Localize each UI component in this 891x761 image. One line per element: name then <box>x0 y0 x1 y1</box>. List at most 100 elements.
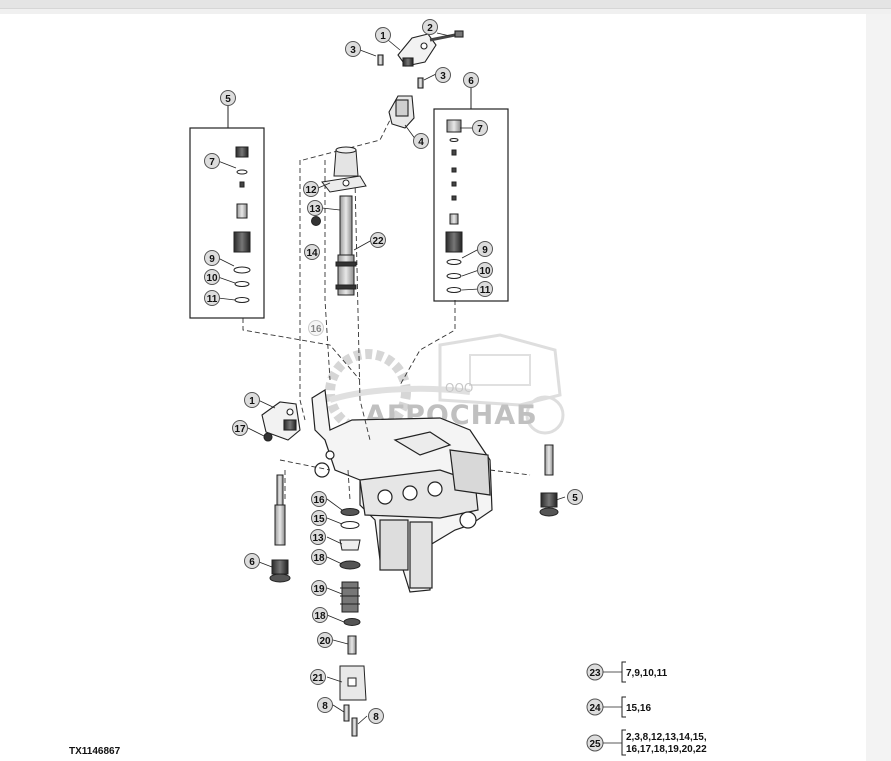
callout-20: 20 <box>317 632 333 648</box>
callout-3-right: 3 <box>435 67 451 83</box>
callout-1-bottom: 1 <box>244 392 260 408</box>
svg-text:16,17,18,19,20,22: 16,17,18,19,20,22 <box>626 744 707 755</box>
svg-text:24: 24 <box>589 703 601 714</box>
callout-8-left: 8 <box>317 697 333 713</box>
svg-text:18: 18 <box>314 611 326 622</box>
watermark-line1: ООО <box>445 381 473 395</box>
svg-text:1: 1 <box>380 31 386 42</box>
lower-spring-stack <box>339 508 367 737</box>
upper-bracket-assembly <box>377 30 464 129</box>
svg-text:8: 8 <box>322 701 328 712</box>
agrosnab-watermark-logo: ООО АГРОСНАБ <box>325 333 565 435</box>
callout-18-bottom: 18 <box>312 607 328 623</box>
svg-text:11: 11 <box>207 294 218 305</box>
lower-bracket-assembly <box>261 401 301 442</box>
callout-9-right: 9 <box>477 241 493 257</box>
svg-text:6: 6 <box>468 76 474 87</box>
callout-7-right: 7 <box>472 120 488 136</box>
svg-text:9: 9 <box>209 254 215 265</box>
legend-row-24: 24 15,16 <box>586 696 651 718</box>
callout-11-left: 11 <box>204 290 220 306</box>
svg-text:21: 21 <box>312 673 324 684</box>
svg-text:13: 13 <box>312 533 324 544</box>
svg-text:19: 19 <box>313 584 325 595</box>
svg-text:13: 13 <box>309 204 321 215</box>
svg-text:7,9,10,11: 7,9,10,11 <box>626 668 668 679</box>
callout-6-bottom: 6 <box>244 553 260 569</box>
svg-text:14: 14 <box>306 248 318 259</box>
svg-text:2,3,8,12,13,14,15,: 2,3,8,12,13,14,15, <box>626 732 707 743</box>
callout-1-top: 1 <box>375 27 391 43</box>
svg-text:7: 7 <box>209 157 215 168</box>
center-stack-parts <box>311 146 367 296</box>
callout-22: 22 <box>370 232 386 248</box>
callout-13-bottom: 13 <box>310 529 326 545</box>
lower-left-relief-valve <box>269 474 291 583</box>
svg-text:16: 16 <box>310 324 322 335</box>
svg-text:3: 3 <box>440 71 446 82</box>
callout-17: 17 <box>232 420 248 436</box>
callout-16: 16 <box>311 491 327 507</box>
svg-text:23: 23 <box>589 668 601 679</box>
viewer-side-margin <box>866 14 891 761</box>
callout-leaders <box>217 32 566 725</box>
svg-text:25: 25 <box>589 739 601 750</box>
svg-text:7: 7 <box>477 124 483 135</box>
svg-text:11: 11 <box>480 285 491 296</box>
lower-right-relief-valve <box>539 444 559 517</box>
callout-11-right: 11 <box>477 281 493 297</box>
svg-text:22: 22 <box>372 236 384 247</box>
legend-row-25: 25 2,3,8,12,13,14,15, 16,17,18,19,20,22 <box>586 729 707 756</box>
callout-8-right: 8 <box>368 708 384 724</box>
kit-box-5-parts <box>233 146 251 303</box>
svg-text:10: 10 <box>206 273 218 284</box>
svg-text:20: 20 <box>319 636 331 647</box>
svg-text:15: 15 <box>313 514 325 525</box>
callout-5-bottom: 5 <box>567 489 583 505</box>
callout-16-ghost: 16 <box>308 320 324 336</box>
svg-text:1: 1 <box>249 396 255 407</box>
valve-body <box>311 389 493 593</box>
kit-box-6-parts <box>445 119 463 293</box>
svg-text:12: 12 <box>305 185 317 196</box>
callout-6-box: 6 <box>463 72 479 88</box>
legend-row-23: 23 7,9,10,11 <box>586 661 668 683</box>
callout-2: 2 <box>422 19 438 35</box>
svg-text:4: 4 <box>418 137 424 148</box>
kit-box-5 <box>189 127 265 319</box>
callout-18-top: 18 <box>311 549 327 565</box>
callout-7-left: 7 <box>204 153 220 169</box>
callout-3-left: 3 <box>345 41 361 57</box>
callout-10-left: 10 <box>204 269 220 285</box>
viewer-top-bar <box>0 0 891 9</box>
callout-14: 14 <box>304 244 320 260</box>
figure-code: TX1146867 <box>69 746 121 757</box>
callout-15: 15 <box>311 510 327 526</box>
assembly-leader-lines <box>242 109 549 501</box>
kit-legend: 23 7,9,10,11 24 15,16 25 2,3,8,12,13,14,… <box>586 661 707 756</box>
callout-5-box: 5 <box>220 90 236 106</box>
callout-19: 19 <box>311 580 327 596</box>
svg-text:6: 6 <box>249 557 255 568</box>
svg-text:16: 16 <box>313 495 325 506</box>
callout-13-top: 13 <box>307 200 323 216</box>
svg-text:3: 3 <box>350 45 356 56</box>
callout-9-left: 9 <box>204 250 220 266</box>
svg-text:18: 18 <box>313 553 325 564</box>
svg-text:10: 10 <box>479 266 491 277</box>
svg-text:15,16: 15,16 <box>626 703 651 714</box>
kit-box-6 <box>433 108 509 302</box>
svg-text:17: 17 <box>234 424 246 435</box>
svg-text:9: 9 <box>482 245 488 256</box>
callout-4: 4 <box>413 133 429 149</box>
callouts: 1 2 3 3 4 5 6 7 9 10 11 7 9 10 11 12 13 … <box>204 19 583 724</box>
svg-text:5: 5 <box>225 94 231 105</box>
callout-21: 21 <box>310 669 326 685</box>
svg-text:5: 5 <box>572 493 578 504</box>
svg-text:8: 8 <box>373 712 379 723</box>
callout-12: 12 <box>303 181 319 197</box>
callout-10-right: 10 <box>477 262 493 278</box>
svg-text:2: 2 <box>427 23 433 34</box>
